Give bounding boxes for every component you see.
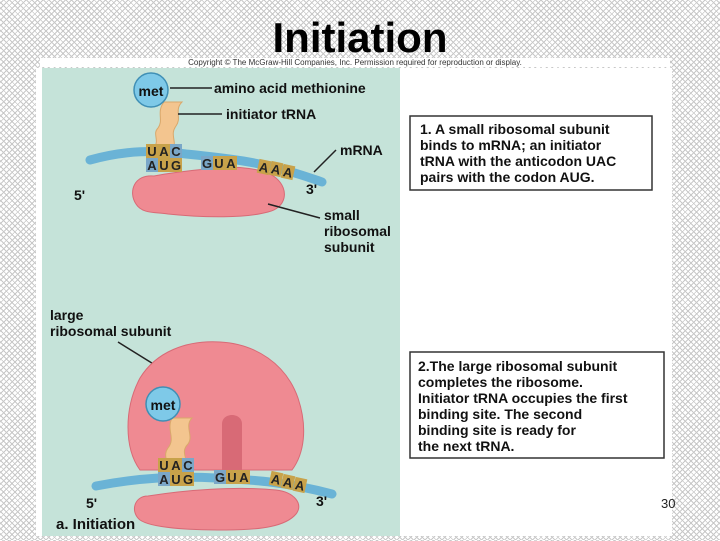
small-subunit-label: small	[324, 207, 360, 223]
met-label-bottom: met	[151, 397, 176, 413]
codon-base: A	[147, 158, 157, 173]
codon-base: U	[171, 472, 180, 487]
three-prime-label: 3'	[306, 181, 317, 197]
met-bubble-bottom	[145, 386, 181, 422]
anticodon-base: C	[171, 144, 181, 159]
anticodon-base: C	[183, 458, 193, 473]
codon-base: A	[239, 470, 249, 485]
panel-label: a. Initiation	[56, 516, 135, 533]
codon-base: A	[270, 471, 283, 488]
codon-base: U	[159, 158, 168, 173]
copyright-notice: Copyright © The McGraw-Hill Companies, I…	[40, 58, 670, 67]
codon-aaa-bottom: A A A	[268, 470, 308, 494]
five-prime-label: 5'	[86, 495, 97, 511]
five-prime-label: 5'	[74, 187, 85, 203]
mrna-label: mRNA	[340, 142, 383, 158]
codon-base: A	[258, 159, 271, 176]
caption-box-step2: 2.The large ribosomal subunit completes …	[409, 351, 665, 459]
codon-aaa-top: A A A	[256, 158, 296, 181]
small-subunit-label: subunit	[324, 239, 375, 255]
binding-site-channel	[222, 415, 242, 472]
initiation-diagram: met U A C A U G G U A A A A amino	[42, 68, 665, 536]
anticodon-bottom: U A C	[158, 458, 194, 473]
large-subunit-label: ribosomal subunit	[50, 323, 172, 339]
met-bubble-top	[133, 72, 169, 108]
initiator-trna-label: initiator tRNA	[226, 106, 316, 122]
anticodon-base: A	[159, 144, 169, 159]
anticodon-base: U	[147, 144, 156, 159]
caption-line: the next tRNA.	[418, 438, 514, 454]
caption-line: tRNA with the anticodon UAC	[420, 153, 616, 169]
codon-base: G	[215, 470, 225, 485]
three-prime-label: 3'	[316, 493, 327, 509]
caption-line: Initiator tRNA occupies the first	[418, 390, 628, 406]
codon-aug-bottom: A U G	[158, 472, 194, 487]
codon-base: U	[214, 156, 223, 171]
caption-line: pairs with the codon AUG.	[420, 169, 595, 185]
large-subunit-label: large	[50, 307, 84, 323]
codon-gua-top: G U A	[201, 156, 237, 171]
anticodon-base: A	[171, 458, 181, 473]
caption-line: binds to mRNA; an initiator	[420, 137, 602, 153]
caption-line: binding site is ready for	[418, 422, 576, 438]
amino-acid-label: amino acid methionine	[214, 80, 366, 96]
codon-base: G	[171, 158, 181, 173]
codon-base: G	[183, 472, 193, 487]
caption-line: 1. A small ribosomal subunit	[420, 121, 610, 137]
anticodon-base: U	[159, 458, 168, 473]
caption-line: 2.The large ribosomal subunit	[418, 358, 617, 374]
codon-base: A	[159, 472, 169, 487]
leader-line	[313, 149, 337, 173]
small-ribosomal-subunit-bottom	[133, 487, 300, 531]
codon-aug-top: A U G	[146, 158, 182, 173]
slide-title: Initiation	[272, 14, 448, 61]
codon-base: A	[282, 474, 295, 491]
leader-line	[267, 203, 321, 219]
codon-base: A	[294, 477, 307, 494]
small-subunit-label: ribosomal	[324, 223, 391, 239]
caption-line: binding site. The second	[418, 406, 582, 422]
page-number: 30	[661, 496, 676, 511]
anticodon-top: U A C	[146, 144, 182, 159]
caption-box-step1: 1. A small ribosomal subunit binds to mR…	[409, 115, 653, 191]
codon-base: A	[226, 156, 236, 171]
codon-base: G	[202, 156, 212, 171]
codon-base: A	[270, 161, 283, 178]
codon-gua-bottom: G U A	[214, 470, 250, 485]
figure-panel: met U A C A U G G U A A A A amino	[36, 68, 672, 536]
caption-line: completes the ribosome.	[418, 374, 583, 390]
met-label-top: met	[139, 83, 164, 99]
codon-base: U	[227, 470, 236, 485]
codon-base: A	[282, 164, 295, 181]
